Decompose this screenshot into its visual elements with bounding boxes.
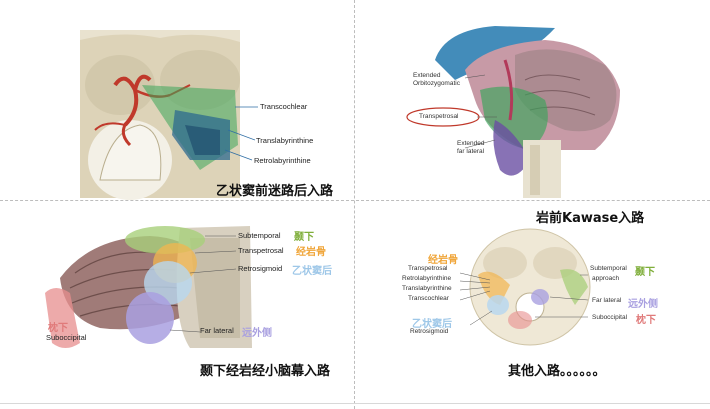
label-transpetrosal-bl: Transpetrosal [238, 246, 284, 255]
label-transcochlear: Transcochlear [260, 102, 308, 111]
panel-translabyrinthine: Transcochlear Translabyrinthine Retrolab… [80, 30, 350, 200]
horizontal-divider [0, 200, 710, 201]
caption-presigmoid: 乙状窦前迷路后入路 [216, 184, 334, 199]
label-suboccipital-br: Suboccipital [592, 314, 628, 321]
label-retrolabyrinthine: Retrolabyrinthine [254, 156, 311, 165]
skull-base-top-view [459, 228, 591, 346]
label-retrolabyrinthine-br: Retrolabyrinthine [402, 275, 452, 282]
label-retrosigmoid-cn-bl: 乙状窦后 [292, 266, 332, 277]
panel-subtemporal: Subtemporal 颞下 Transpetrosal 经岩骨 Retrosi… [40, 218, 350, 358]
label-translabyrinthine: Translabyrinthine [256, 136, 314, 145]
posterior-fossa-illustration [45, 226, 252, 348]
label-extended-orbitozygomatic: Extended Orbitozygomatic [413, 72, 460, 87]
caption-kawase: 岩前Kawase入路 [536, 211, 645, 226]
label-extended-far-lateral: Extended far lateral [457, 140, 485, 155]
panel-kawase: Extended Orbitozygomatic Transpetrosal E… [405, 20, 640, 200]
label-transpetrosal-cn-br: 经岩骨 [428, 255, 458, 266]
label-subtemporal-bl: Subtemporal [238, 231, 281, 240]
label-transpetrosal-cn-bl: 经岩骨 [296, 247, 326, 258]
lateral-brain-illustration [406, 26, 620, 198]
label-far-lateral-cn-br: 远外侧 [628, 299, 658, 310]
skull-base-illustration [80, 30, 258, 200]
label-subtemporal-cn-bl: 颞下 [294, 232, 314, 243]
label-retrosigmoid-bl: Retrosigmoid [238, 264, 283, 273]
label-transcochlear-br: Transcochlear [408, 295, 449, 302]
bottom-border [0, 403, 710, 404]
label-far-lateral-cn-bl: 远外侧 [242, 328, 272, 339]
label-subtemporal-cn-br: 颞下 [635, 267, 655, 278]
label-far-lateral-br: Far lateral [592, 297, 622, 304]
label-approach-br: approach [592, 275, 620, 282]
label-transpetrosal-br: Transpetrosal [408, 265, 448, 272]
label-retrosigmoid-cn-br: 乙状窦后 [412, 319, 452, 330]
label-suboccipital-bl: Suboccipital [46, 333, 87, 342]
label-subtemporal-br: Subtemporal [590, 265, 627, 272]
label-translabyrinthine-br: Translabyrinthine [402, 285, 452, 292]
label-retrosigmoid-br: Retrosigmoid [410, 328, 449, 335]
label-far-lateral-bl: Far lateral [200, 326, 234, 335]
label-suboccipital-cn-bl: 枕下 [48, 323, 68, 334]
caption-subtemporal-transpetrosal: 颞下经岩经小脑幕入路 [200, 364, 331, 379]
vertical-divider [354, 0, 355, 409]
label-transpetrosal-tr: Transpetrosal [419, 113, 459, 120]
label-suboccipital-cn-br: 枕下 [636, 315, 656, 326]
caption-other-approaches: 其他入路。。。。。。 [508, 364, 606, 379]
panel-other-approaches: 经岩骨 Transpetrosal Retrolabyrinthine Tran… [360, 225, 700, 355]
